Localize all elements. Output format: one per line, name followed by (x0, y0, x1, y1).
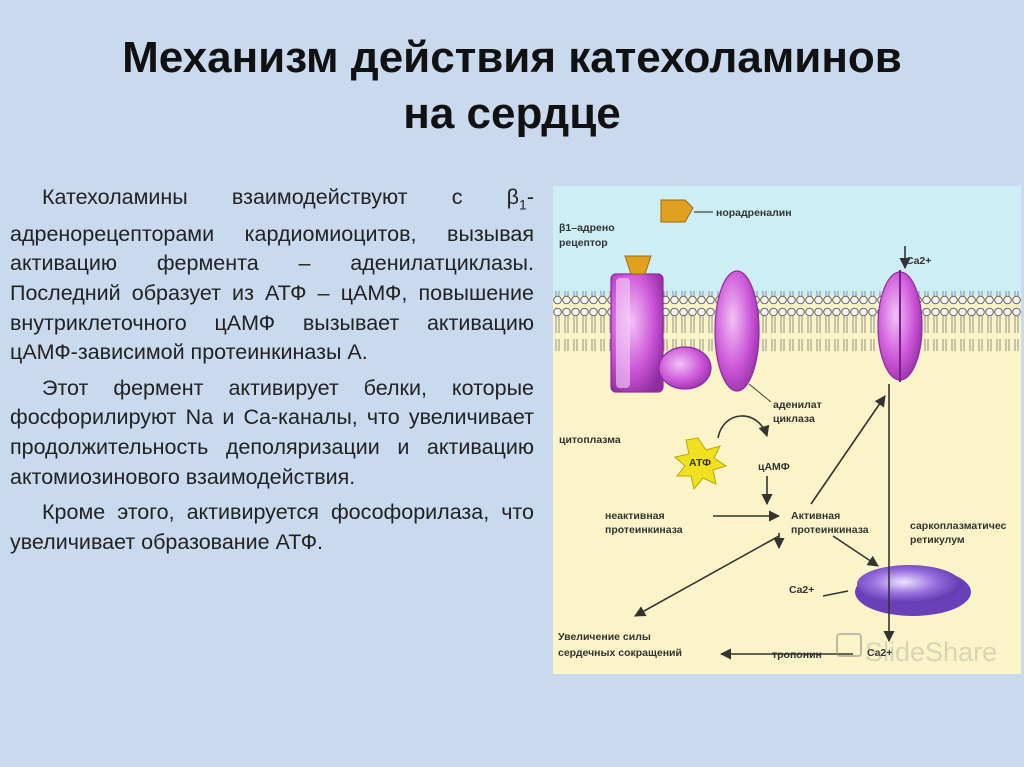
troponin-label: тропонин (772, 649, 822, 661)
pathway-arrows (634, 246, 911, 660)
ca-bottom-label: Ca2+ (867, 647, 892, 659)
adenylate-cyclase (714, 270, 760, 392)
active-pk-label-2: протеинкиназа (791, 524, 869, 536)
atp-label: АТФ (689, 457, 711, 469)
sr-label-1: саркоплазматичес (910, 520, 1007, 532)
beta1-receptor (610, 273, 664, 393)
calcium-channel (877, 270, 923, 382)
body-text: Катехоламины взаимодействуют с β1-адрено… (10, 183, 534, 563)
title-line-1: Механизм действия катехоламинов (122, 33, 902, 82)
slide-title: Механизм действия катехоламинов на сердц… (0, 30, 1024, 142)
sarcoplasmic-reticulum (855, 565, 971, 616)
receptor-label-2: рецептор (559, 237, 608, 249)
increase-label-1: Увеличение силы (558, 631, 651, 643)
paragraph-2: Этот фермент активирует белки, которые ф… (10, 375, 534, 489)
noradrenaline-label: норадреналин (716, 207, 792, 219)
active-pk-label-1: Активная (791, 510, 840, 522)
camp-label: цАМФ (758, 461, 790, 473)
paragraph-1: Катехоламины взаимодействуют с β1-адрено… (10, 183, 534, 368)
diagram-svg: β1–адрено рецептор норадреналин Ca2+ аде… (553, 186, 1021, 674)
g-protein (658, 346, 712, 390)
receptor-label-1: β1–адрено (559, 222, 615, 234)
slideshare-watermark: SlideShare (836, 633, 997, 667)
sr-label-2: ретикулум (910, 534, 965, 546)
paragraph-3: Кроме этого, активируется фософорилаза, … (10, 500, 534, 554)
paragraph-1-start: Катехоламины взаимодействуют с β (42, 185, 520, 209)
mechanism-diagram: β1–адрено рецептор норадреналин Ca2+ аде… (553, 186, 1021, 674)
inactive-pk-label-2: протеинкиназа (605, 524, 683, 536)
title-line-2: на сердце (403, 89, 621, 138)
adenylate-label-1: аденилат (773, 399, 822, 411)
cytoplasm-label: цитоплазма (559, 434, 621, 446)
ca-top-label: Ca2+ (906, 255, 931, 267)
bound-noradrenaline-icon (624, 255, 652, 275)
adenylate-label-2: циклаза (773, 413, 815, 425)
beta-subscript: 1 (519, 196, 527, 213)
ca-mid-label: Ca2+ (789, 584, 814, 596)
atp-star-icon (673, 437, 728, 491)
inactive-pk-label-1: неактивная (605, 510, 665, 522)
free-noradrenaline-icon (660, 199, 694, 223)
increase-label-2: сердечных сокращений (558, 647, 682, 659)
paragraph-1-end: -адренорецепторами кардиомиоцитов, вызыв… (10, 185, 534, 365)
watermark-text: SlideShare (865, 637, 997, 667)
